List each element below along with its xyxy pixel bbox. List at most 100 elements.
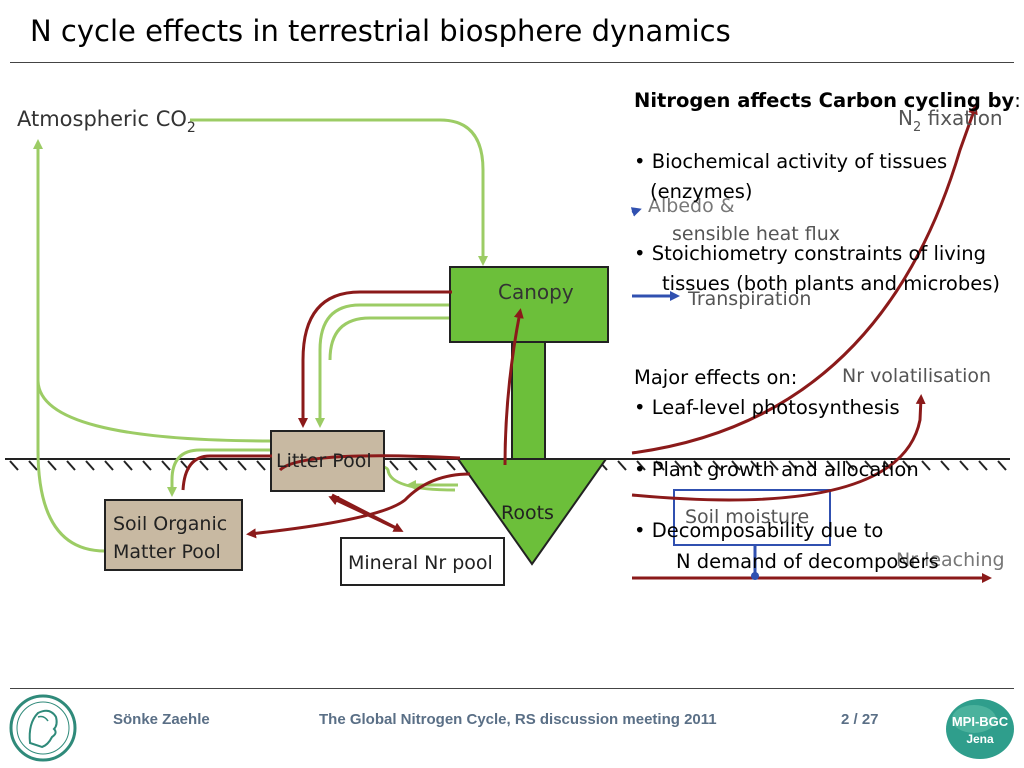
red-arrow-mineral-bidir — [328, 496, 401, 532]
soil-hatch — [636, 460, 646, 471]
green-arrow-canopy-to-litter-2 — [328, 316, 450, 361]
title-rule — [10, 62, 1014, 63]
soil-hatch — [997, 460, 1007, 471]
soil-organic-label-1: Soil Organic — [113, 513, 227, 535]
soil-hatch — [218, 460, 228, 471]
effect-3a: • Decomposability due to — [634, 519, 884, 542]
green-arrow-atm-to-canopy — [190, 118, 488, 266]
albedo-label-1: Albedo & — [648, 195, 735, 217]
nitrogen-flow-arrows — [181, 104, 992, 583]
soil-hatch — [807, 460, 817, 471]
soil-hatch — [85, 460, 95, 471]
soil-hatch — [769, 460, 779, 471]
effect-3b: N demand of decomposers — [676, 550, 939, 573]
footer-author: Sönke Zaehle — [113, 711, 210, 728]
roots-label: Roots — [501, 502, 554, 524]
heading-line: Nitrogen affects Carbon cycling by: — [634, 86, 1021, 117]
soil-moisture-box — [673, 489, 831, 546]
nr-leaching-label: Nr leaching — [896, 549, 1005, 571]
soil-organic-label-2: Matter Pool — [113, 541, 221, 563]
stem — [511, 341, 546, 461]
soil-hatch — [123, 460, 133, 471]
bullet-1b: (enzymes) — [650, 180, 753, 203]
soil-hatch — [845, 460, 855, 471]
litter-pool-box — [270, 430, 385, 492]
soil-hatch — [256, 460, 266, 471]
soil-hatch — [788, 460, 798, 471]
green-arrow-canopy-to-litter — [315, 303, 450, 428]
footer-rule — [10, 688, 1014, 689]
litter-pool-label: Litter Pool — [276, 450, 372, 472]
red-arrow-n2-fixation — [631, 104, 978, 455]
soil-hatch — [902, 460, 912, 471]
red-arrow-litter-to-som — [181, 454, 272, 491]
text-heading: Nitrogen affects Carbon cycling by — [634, 89, 1015, 112]
soil-hatch — [674, 460, 684, 471]
water-energy-arrows — [630, 207, 757, 575]
bullet-2a: • Stoichiometry constraints of living — [634, 242, 986, 265]
red-arrow-mineral-to-litter — [278, 454, 461, 472]
footer-event: The Global Nitrogen Cycle, RS discussion… — [319, 711, 717, 728]
slide-title: N cycle effects in terrestrial biosphere… — [30, 14, 731, 48]
mpi-bgc-logo-line1: MPI-BGC — [952, 714, 1009, 729]
red-arrow-volatilisation — [631, 394, 926, 502]
roots-triangle — [456, 458, 608, 566]
blue-arrow-albedo — [630, 207, 642, 217]
red-arrow-roots-to-canopy — [503, 308, 524, 466]
soil-hatch — [47, 460, 57, 471]
soil-hatch — [66, 460, 76, 471]
soil-hatch — [389, 460, 399, 471]
soil-hatch — [940, 460, 950, 471]
albedo-label-2: sensible heat flux — [672, 223, 840, 245]
soil-hatch — [826, 460, 836, 471]
effect-2: • Plant growth and allocation — [634, 458, 919, 481]
soil-hatch — [959, 460, 969, 471]
footer-page[interactable]: 2 / 27 — [841, 711, 879, 728]
soil-hatch — [712, 460, 722, 471]
mpi-bgc-logo-line2: Jena — [966, 732, 994, 746]
red-arrow-canopy-to-litter — [298, 290, 452, 428]
nr-volatilisation-label: Nr volatilisation — [842, 365, 991, 387]
soil-hatch — [693, 460, 703, 471]
soil-hatch — [142, 460, 152, 471]
red-arrow-roots-to-som — [246, 472, 471, 539]
effect-1: • Leaf-level photosynthesis — [634, 396, 900, 419]
mpi-bgc-logo: MPI-BGC Jena — [946, 699, 1014, 759]
transpiration-label: Transpiration — [687, 288, 811, 310]
soil-hatch — [408, 460, 418, 471]
soil-hatch — [161, 460, 171, 471]
soil-hatch — [199, 460, 209, 471]
soil-hatch — [617, 460, 627, 471]
atmospheric-co2-label: Atmospheric CO2 — [17, 107, 196, 136]
soil-hatch — [104, 460, 114, 471]
soil-hatch — [237, 460, 247, 471]
canopy-box — [449, 266, 609, 343]
soil-hatch — [427, 460, 437, 471]
green-arrow-soil-to-atm — [33, 139, 106, 553]
mineral-nr-label: Mineral Nr pool — [348, 552, 493, 574]
soil-hatch — [864, 460, 874, 471]
soil-moisture-label: Soil moisture — [685, 506, 809, 528]
text-heading-colon: : — [1014, 89, 1021, 112]
soil-hatch — [446, 460, 456, 471]
mineral-nr-box — [340, 537, 505, 586]
soil-hatch — [28, 460, 38, 471]
soil-hatch — [921, 460, 931, 471]
soil-hatch — [978, 460, 988, 471]
n-cycle-diagram: Atmospheric CO2 Canopy Litter Pool Soil … — [5, 104, 1010, 586]
leaching-junction — [751, 572, 759, 580]
n2-fixation-label: N2 fixation — [898, 106, 1003, 135]
major-effects: Major effects on: — [634, 366, 798, 389]
green-arrow-litter-to-som — [167, 448, 272, 497]
soil-hatch — [9, 460, 19, 471]
soil-hatch — [655, 460, 665, 471]
soil-hatch — [750, 460, 760, 471]
carbon-flow-arrows — [33, 118, 488, 553]
green-arrow-litter-to-atm — [36, 379, 273, 443]
max-planck-logo — [9, 694, 77, 762]
bullet-1a: • Biochemical activity of tissues — [634, 150, 948, 173]
canopy-label: Canopy — [498, 280, 574, 304]
soil-organic-box — [104, 499, 243, 571]
bullet-2b: tissues (both plants and microbes) — [662, 272, 1001, 295]
soil-hatch — [731, 460, 741, 471]
